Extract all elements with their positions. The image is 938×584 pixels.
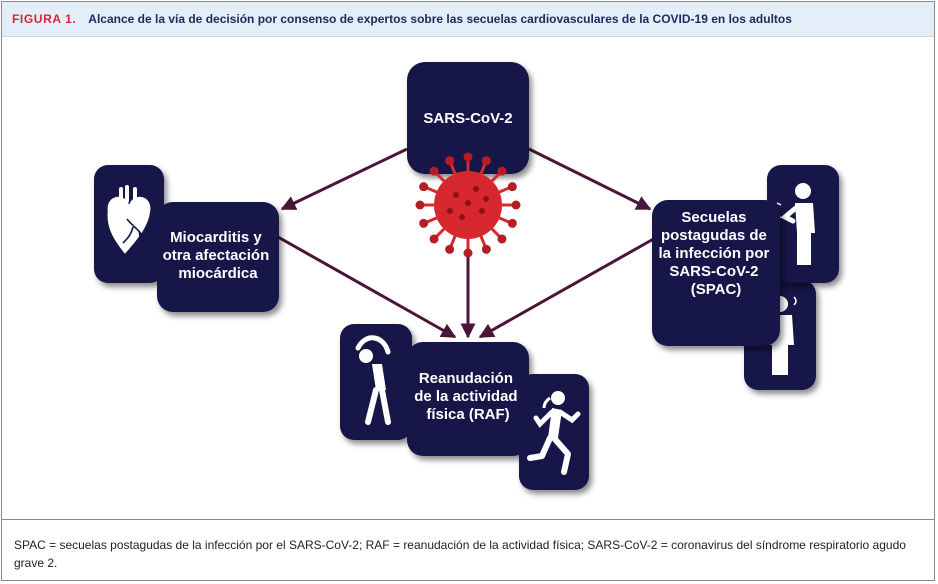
spac-line-2: postagudas de xyxy=(661,227,767,244)
arrow-myocarditis-to-raf xyxy=(277,235,457,339)
myocarditis-line-3: miocárdica xyxy=(178,265,258,282)
footnote: SPAC = secuelas postagudas de la infecci… xyxy=(2,519,934,580)
spac-group: Secuelas postagudas de la infección por … xyxy=(652,165,839,390)
raf-group: Reanudación de la actividad física (RAF) xyxy=(340,324,589,490)
raf-line-3: física (RAF) xyxy=(426,406,509,423)
sars-label: SARS-CoV-2 xyxy=(423,110,512,127)
myocarditis-line-2: otra afectación xyxy=(163,247,270,264)
arrow-sars-to-myocarditis xyxy=(280,147,408,211)
virus-icon xyxy=(415,152,521,258)
figure-title: Alcance de la vía de decisión por consen… xyxy=(88,12,792,26)
stretching-person-icon xyxy=(355,335,391,425)
diagram-canvas: Miocarditis y otra afectación miocárdica… xyxy=(94,62,839,490)
myocarditis-line-1: Miocarditis y xyxy=(170,229,262,246)
raf-box xyxy=(407,342,529,456)
spac-box xyxy=(652,200,780,346)
running-person-icon xyxy=(527,391,581,475)
spac-line-5: (SPAC) xyxy=(691,281,742,298)
myocarditis-group: Miocarditis y otra afectación miocárdica xyxy=(94,165,279,312)
sars-box xyxy=(407,62,529,174)
raf-label: Reanudación de la actividad física (RAF) xyxy=(414,370,522,423)
myocarditis-box xyxy=(157,202,279,312)
arrow-sars-to-spac xyxy=(528,147,652,211)
myocarditis-label: Miocarditis y otra afectación miocárdica xyxy=(163,229,274,282)
heart-icon xyxy=(106,185,152,257)
figure-label: FIGURA 1. xyxy=(12,12,77,26)
arrow-spac-to-raf xyxy=(478,235,658,339)
figure-header: FIGURA 1. Alcance de la vía de decisión … xyxy=(2,2,934,37)
raf-line-2: de la actividad xyxy=(414,388,517,405)
raf-line-1: Reanudación xyxy=(419,370,513,387)
sars-line-1: SARS-CoV-2 xyxy=(423,110,512,127)
spac-line-3: la infección por xyxy=(658,245,769,262)
footnote-text: SPAC = secuelas postagudas de la infecci… xyxy=(14,538,906,570)
diagram: Miocarditis y otra afectación miocárdica… xyxy=(2,37,934,519)
spac-line-1: Secuelas xyxy=(681,209,746,226)
sars-group: SARS-CoV-2 xyxy=(407,62,529,258)
coughing-person-icon xyxy=(774,183,815,265)
spac-label: Secuelas postagudas de la infección por … xyxy=(658,209,773,298)
spac-line-4: SARS-CoV-2 xyxy=(669,263,758,280)
